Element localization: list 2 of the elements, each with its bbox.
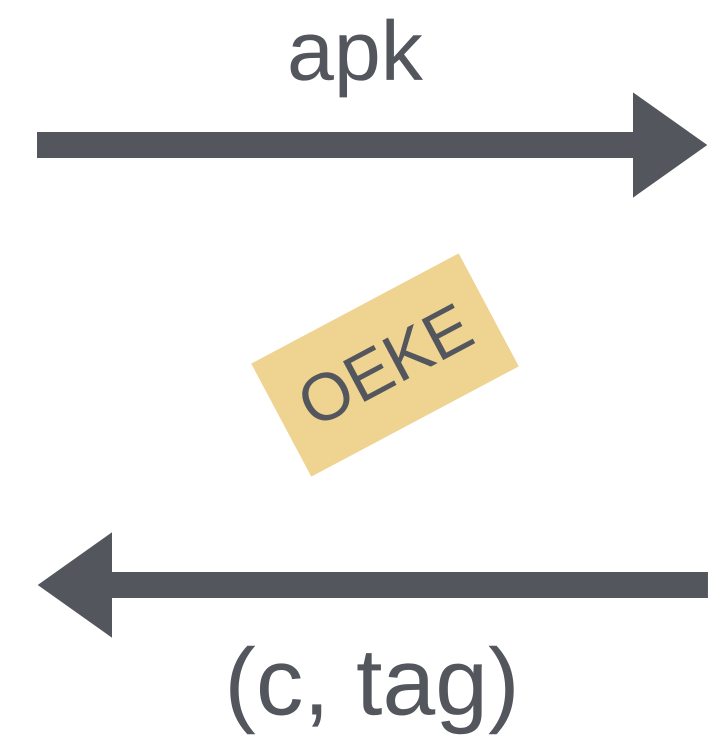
arrow-label: apk [290, 18, 424, 98]
arrow-label: (c, tag) [230, 646, 514, 734]
